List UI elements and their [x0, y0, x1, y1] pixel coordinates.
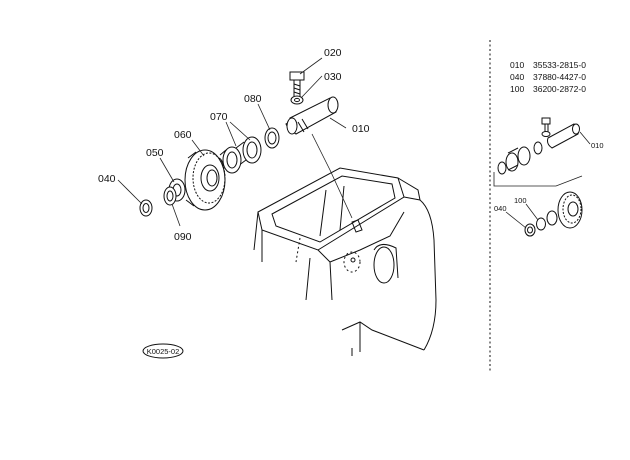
callout-040: 040 [98, 173, 116, 185]
figure-code: K0025-02 [147, 347, 180, 356]
washer-030 [290, 95, 304, 105]
callout-050: 050 [146, 147, 164, 159]
ring-080 [264, 127, 280, 149]
gear-060 [184, 149, 226, 211]
transmission-housing [253, 167, 437, 356]
inset-diagram [493, 117, 591, 237]
parts-table: 010 35533-2815-0 040 37880-4427-0 100 36… [510, 60, 586, 94]
washer-090 [163, 186, 177, 206]
callout-080: 080 [244, 93, 262, 105]
inset-callout-040: 040 [494, 204, 507, 213]
parts-row-number: 36200-2872-0 [533, 84, 586, 94]
callout-leaders [117, 57, 347, 227]
circlip-040 [139, 199, 153, 217]
parts-row-number: 37880-4427-0 [533, 72, 586, 82]
parts-row-ref: 040 [510, 72, 524, 82]
parts-row-number: 35533-2815-0 [533, 60, 586, 70]
callout-070: 070 [210, 111, 228, 123]
parts-row-ref: 100 [510, 84, 524, 94]
callout-090: 090 [174, 231, 192, 243]
bolt-020 [289, 71, 305, 98]
callout-060: 060 [174, 129, 192, 141]
figure-code-badge: K0025-02 [142, 343, 184, 359]
callout-030: 030 [324, 71, 342, 83]
callout-020: 020 [324, 47, 342, 59]
callout-010: 010 [352, 123, 370, 135]
inset-callout-100: 100 [514, 196, 527, 205]
shaft-010 [285, 96, 353, 219]
parts-row-ref: 010 [510, 60, 524, 70]
inset-callout-010: 010 [591, 141, 604, 150]
